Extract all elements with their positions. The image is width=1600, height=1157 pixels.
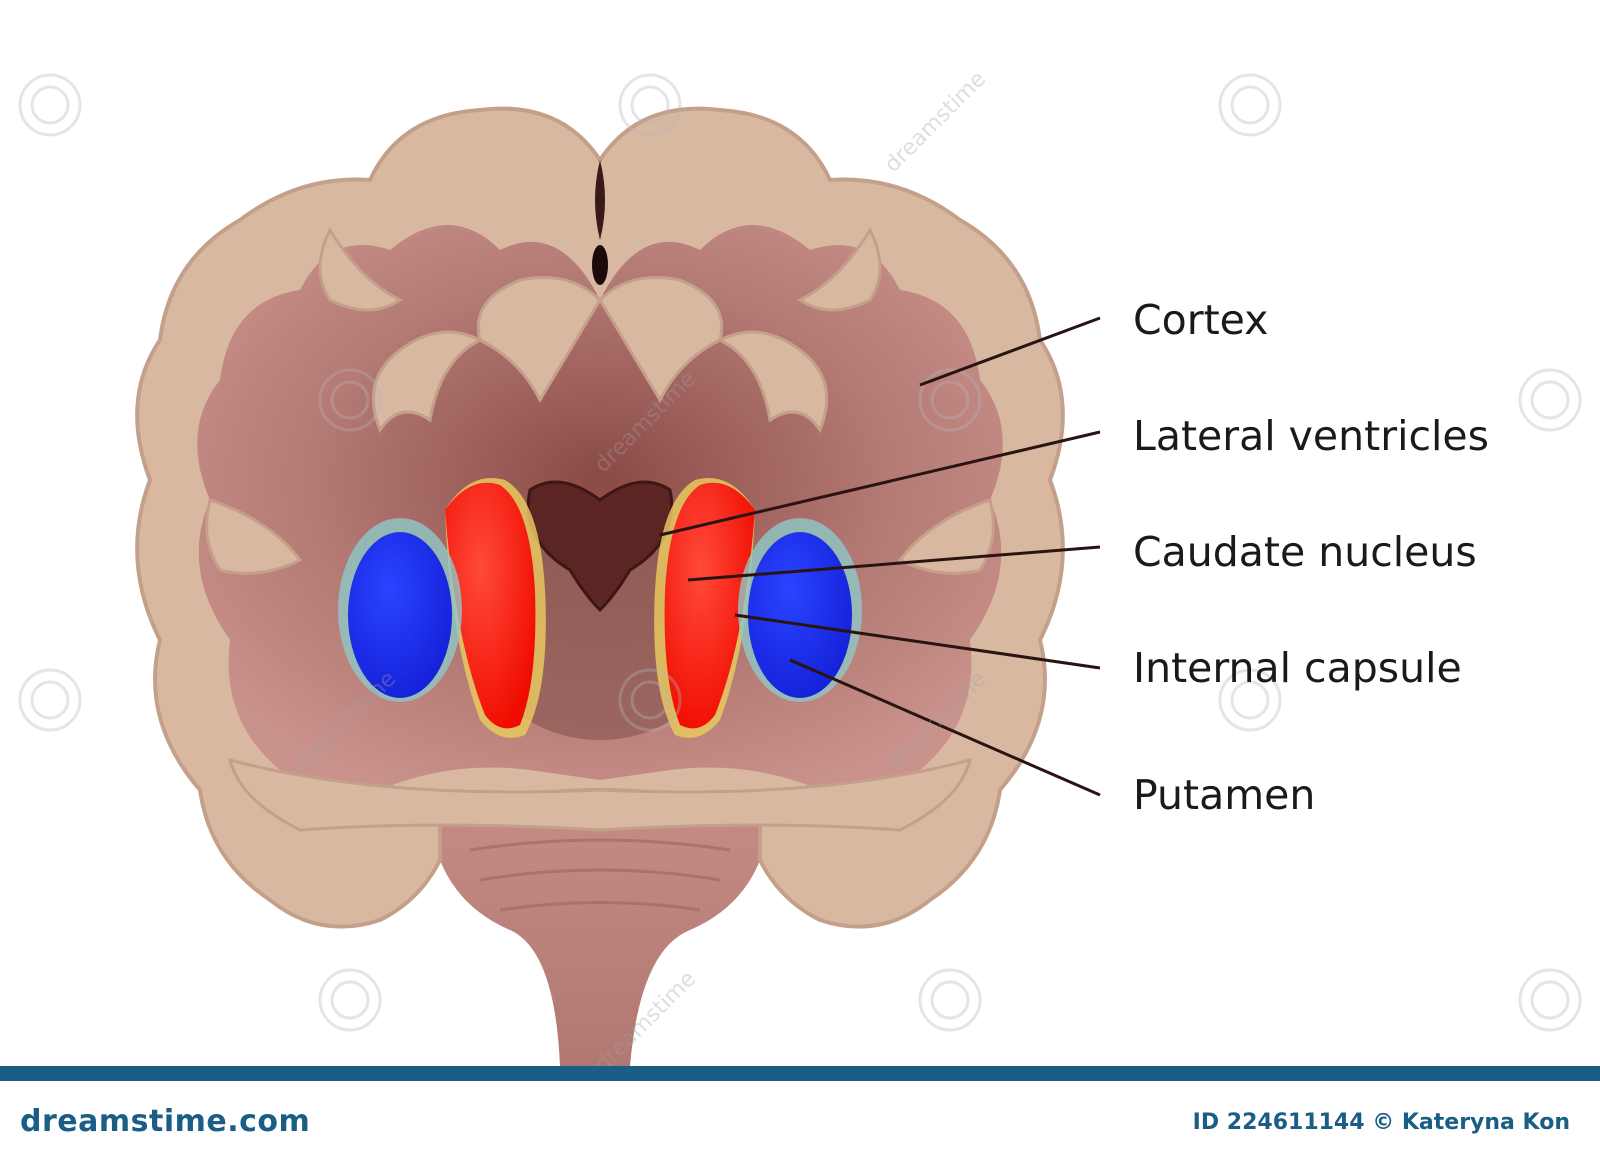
image-credit: ID 224611144 © Kateryna Kon [1192, 1110, 1570, 1135]
brain-coronal-section [18, 73, 1582, 1066]
caudate-nucleus-left [445, 482, 536, 729]
leader-cortex [919, 316, 1101, 387]
label-lateral-ventricles: Lateral ventricles [1133, 412, 1489, 460]
stock-footer-bar: dreamstime.com ID 224611144 © Kateryna K… [0, 1066, 1600, 1157]
leader-internal-capsule [734, 613, 1101, 670]
lateral-ventricles [526, 480, 674, 613]
putamen-right [748, 532, 852, 698]
footer-stripe [0, 1066, 1600, 1081]
leader-lateral-ventricles [659, 430, 1101, 537]
label-internal-capsule: Internal capsule [1133, 644, 1462, 692]
dreamstime-logo: dreamstime.com [20, 1104, 311, 1139]
leader-lines [659, 316, 1101, 797]
leader-caudate-nucleus [687, 545, 1101, 582]
label-cortex: Cortex [1133, 296, 1269, 344]
watermark-swirls [18, 73, 1582, 1032]
brainstem [430, 806, 770, 1066]
illustration-canvas: dreamstime dreamstime dreamstime dreamst… [18, 66, 1582, 1066]
caudate-nucleus-right [664, 482, 755, 729]
leader-putamen [789, 658, 1101, 797]
label-putamen: Putamen [1133, 771, 1316, 819]
label-caudate-nucleus: Caudate nucleus [1133, 528, 1477, 576]
putamen-left [348, 532, 452, 698]
